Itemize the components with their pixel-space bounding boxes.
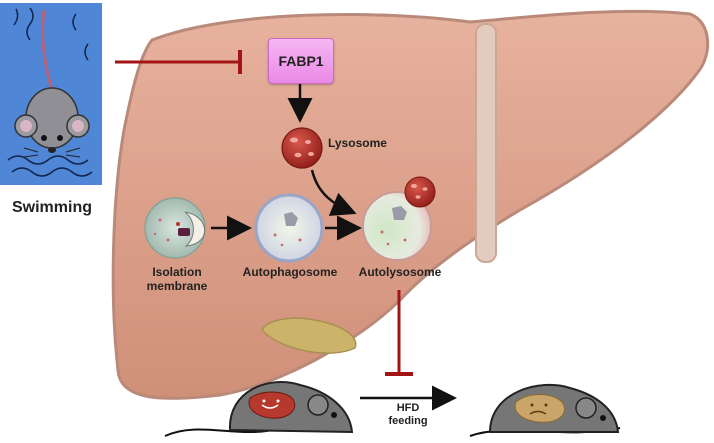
isolation-membrane-label: Isolation membrane bbox=[146, 265, 208, 293]
isolation-membrane-icon bbox=[144, 197, 206, 259]
fabp1-box: FABP1 bbox=[268, 38, 334, 84]
healthy-mouse-icon bbox=[164, 381, 354, 437]
fabp1-label: FABP1 bbox=[278, 53, 324, 69]
hfd-feeding-label: HFD feeding bbox=[388, 402, 428, 427]
arrow-lysosome-to-autolysosome bbox=[310, 169, 357, 216]
lysosome-label: Lysosome bbox=[328, 136, 387, 150]
autolysosome-label: Autolysosome bbox=[358, 265, 442, 279]
fatty-liver-mouse-icon bbox=[469, 384, 621, 437]
autophagosome-label: Autophagosome bbox=[242, 265, 338, 279]
inhibition-arrow-autolysosome bbox=[385, 290, 413, 376]
autophagosome-icon bbox=[254, 193, 324, 263]
inhibition-arrow-swimming bbox=[115, 50, 242, 74]
autolysosome-icon bbox=[362, 176, 436, 261]
swimming-label: Swimming bbox=[11, 199, 92, 216]
lysosome-icon bbox=[281, 127, 323, 169]
swimming-mouse-panel bbox=[0, 3, 102, 185]
